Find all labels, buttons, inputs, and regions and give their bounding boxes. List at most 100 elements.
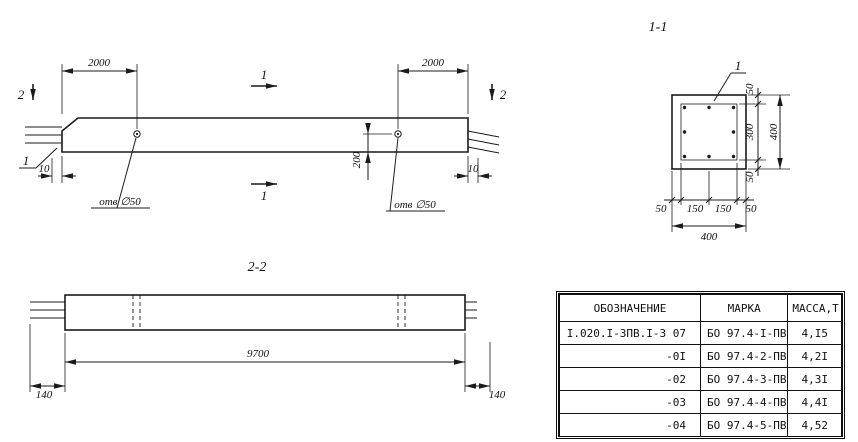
leader-line [389,137,399,212]
dim-tick [754,165,762,173]
right-protruding-bars-2-2 [465,301,477,319]
column-outline [671,94,747,170]
hole-callout-left: отв ∅50 [91,137,150,209]
table-row: -0I БО 97.4-2-ПВ 4,2I [559,344,842,368]
mass-cell: 4,52 [787,413,842,437]
bar-line [467,138,500,146]
dim-cover-bottom-label: 50 [744,171,756,183]
dim-b4-label: 50 [746,203,758,215]
mass-cell: 4,4I [787,390,842,414]
table-row: -03 БО 97.4-4-ПВ 4,4I [559,390,842,414]
dim-tick [742,196,750,204]
dim-b1-label: 50 [656,203,668,215]
dim-overhang-left: 140 [29,324,65,401]
dim-span-left-label: 2000 [88,57,111,69]
hole-center-dot [135,132,139,136]
hole-callout-right: отв ∅50 [386,137,445,212]
hole-center-dot [396,132,400,136]
section-marker-1-top: 1 [251,67,277,89]
section-1-1-dims-right: 50 300 50 400 [739,83,790,183]
hole-label-right: отв ∅50 [394,199,436,211]
end-detail-callout: 1 [19,147,58,169]
section-1-1-dims-bottom: 50 150 150 50 400 [656,163,758,243]
section-marker-2-right: 2 [489,84,507,102]
hole-left [133,130,141,138]
mark-cell: БО 97.4-2-ПВ [699,344,789,368]
designation-cell: I.020.I-3ПВ.I-3 07 [559,321,701,345]
mark-cell: БО 97.4-I-ПВ [699,321,789,345]
designation-cell: -0I [559,344,701,368]
rebar-callout-label: 1 [735,58,742,73]
dim-end-right-label: 10 [468,163,480,175]
leader-line [713,72,732,102]
rebar-dot [707,154,711,159]
rebar-dots [682,105,736,159]
hole-circle [394,130,402,138]
dim-end-left: 10 [38,156,76,183]
rebar-dot [731,105,736,110]
rebar-dot [682,154,687,159]
header-mass: МАССА,Т [787,294,842,322]
dim-height-label: 200 [351,151,363,168]
designation-cell: -04 [559,413,701,437]
dim-length-label: 9700 [247,348,270,360]
table-row: -02 БО 97.4-3-ПВ 4,3I [559,367,842,391]
dim-span-right: 2000 [397,57,469,129]
mark-cell: БО 97.4-3-ПВ [699,367,789,391]
end-callout-label: 1 [23,153,30,168]
spec-table-grid: ОБОЗНАЧЕНИЕ МАРКА МАССА,Т I.020.I-3ПВ.I-… [559,294,842,437]
rebar-dot [682,105,687,110]
section-2-label: 2 [500,87,507,102]
section-1-label: 1 [261,67,268,82]
dim-b2-label: 150 [687,203,704,215]
beam-outline-2-2 [64,294,466,331]
rebar-cage [680,103,738,161]
section-marker-1-bottom: 1 [251,181,277,203]
left-protruding-bars [25,126,62,144]
dim-total-bottom-label: 400 [701,231,718,243]
mass-cell: 4,3I [787,367,842,391]
table-header-row: ОБОЗНАЧЕНИЕ МАРКА МАССА,Т [559,294,842,322]
bar-line [467,130,500,138]
hole-right [394,130,402,138]
spec-table: ОБОЗНАЧЕНИЕ МАРКА МАССА,Т I.020.I-3ПВ.I-… [556,291,845,439]
header-mark: МАРКА [699,294,789,322]
mark-cell: БО 97.4-4-ПВ [699,390,789,414]
dim-tick [705,196,713,204]
section-2-2-title: 2-2 [248,260,267,275]
rebar-dot [682,130,687,134]
hidden-hole-lines [132,295,406,330]
dim-b3-label: 150 [715,203,732,215]
dim-end-left-label: 10 [39,163,51,175]
section-2-label: 2 [18,87,25,102]
dim-total-right-label: 400 [768,123,780,140]
table-row: -04 БО 97.4-5-ПВ 4,52 [559,413,842,437]
right-protruding-bars [467,130,500,154]
dim-span-left: 2000 [61,57,138,129]
hole-label-left: отв ∅50 [99,196,141,208]
leader-line [116,137,137,209]
dim-tick [668,196,676,204]
rebar-callout: 1 [713,58,746,102]
section-view-1-1: 1-1 1 [649,20,790,243]
mass-cell: 4,2I [787,344,842,368]
dim-tick [754,156,762,164]
rebar-dot [707,105,711,110]
hole-circle [133,130,141,138]
mass-cell: 4,I5 [787,321,842,345]
dim-span-right-label: 2000 [422,57,445,69]
leader-line [35,147,58,169]
dim-hole-height: 200 [351,123,392,180]
dim-end-right: 10 [454,156,492,183]
dim-tick [733,196,741,204]
table-row: I.020.I-3ПВ.I-3 07 БО 97.4-I-ПВ 4,I5 [559,321,842,345]
main-elevation-view: отв ∅50 отв ∅50 2000 2000 2 [18,57,507,212]
section-1-1-title: 1-1 [649,20,668,35]
section-view-2-2: 2-2 9700 [29,260,506,401]
section-marker-2-left: 2 [18,84,36,102]
designation-cell: -03 [559,390,701,414]
rebar-dot [731,130,736,134]
dim-length: 9700 [64,333,466,392]
